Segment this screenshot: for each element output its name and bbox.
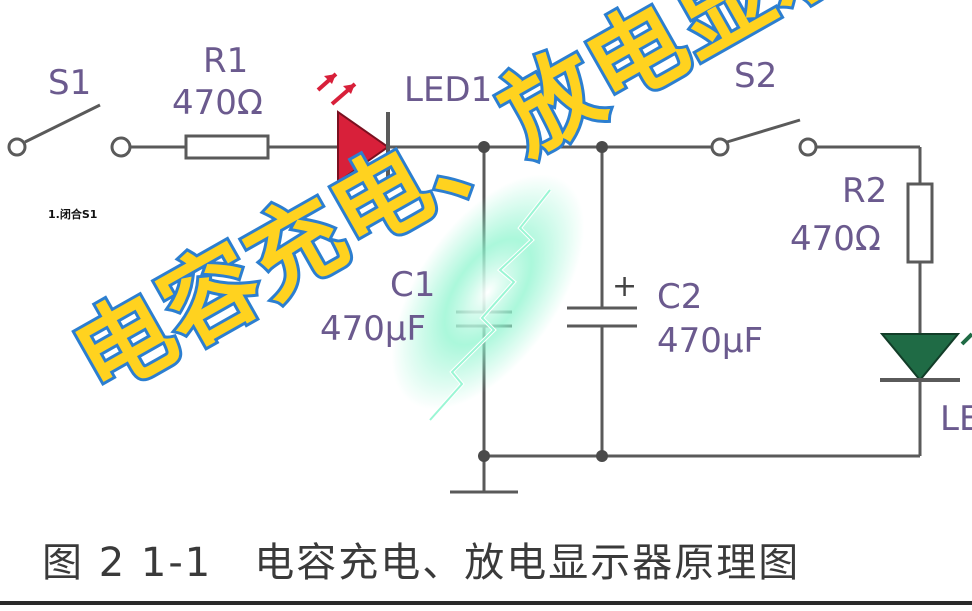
- s2-label: S2: [734, 56, 778, 96]
- switch-s2: [710, 118, 818, 157]
- switch-s1: [7, 103, 132, 158]
- c2-value: 470μF: [657, 321, 764, 361]
- c1-label: C1: [390, 265, 436, 305]
- c1-value: 470μF: [320, 309, 427, 349]
- capacitor-c2: [567, 147, 637, 456]
- led1-symbol: [316, 72, 390, 184]
- r2-label: R2: [842, 171, 888, 211]
- r1-value: 470Ω: [172, 83, 263, 123]
- c2-label: C2: [657, 277, 703, 317]
- resistor-r1: [184, 134, 270, 160]
- r2-value: 470Ω: [790, 219, 881, 259]
- led1-label: LED1: [404, 70, 493, 110]
- junction-dots: [478, 141, 608, 462]
- figure-caption: 图 2 1-1 电容充电、放电显示器原理图: [42, 540, 801, 586]
- c2-polarity-mark: +: [612, 269, 638, 304]
- r1-label: R1: [203, 41, 249, 81]
- led2-label: LE: [940, 399, 972, 439]
- led2-symbol: [879, 332, 972, 382]
- bottom-wire: [450, 454, 920, 494]
- spark-effect: [391, 174, 585, 422]
- step-note: 1.闭合S1: [47, 206, 99, 222]
- resistor-r2: [906, 182, 934, 264]
- s1-label: S1: [48, 63, 92, 103]
